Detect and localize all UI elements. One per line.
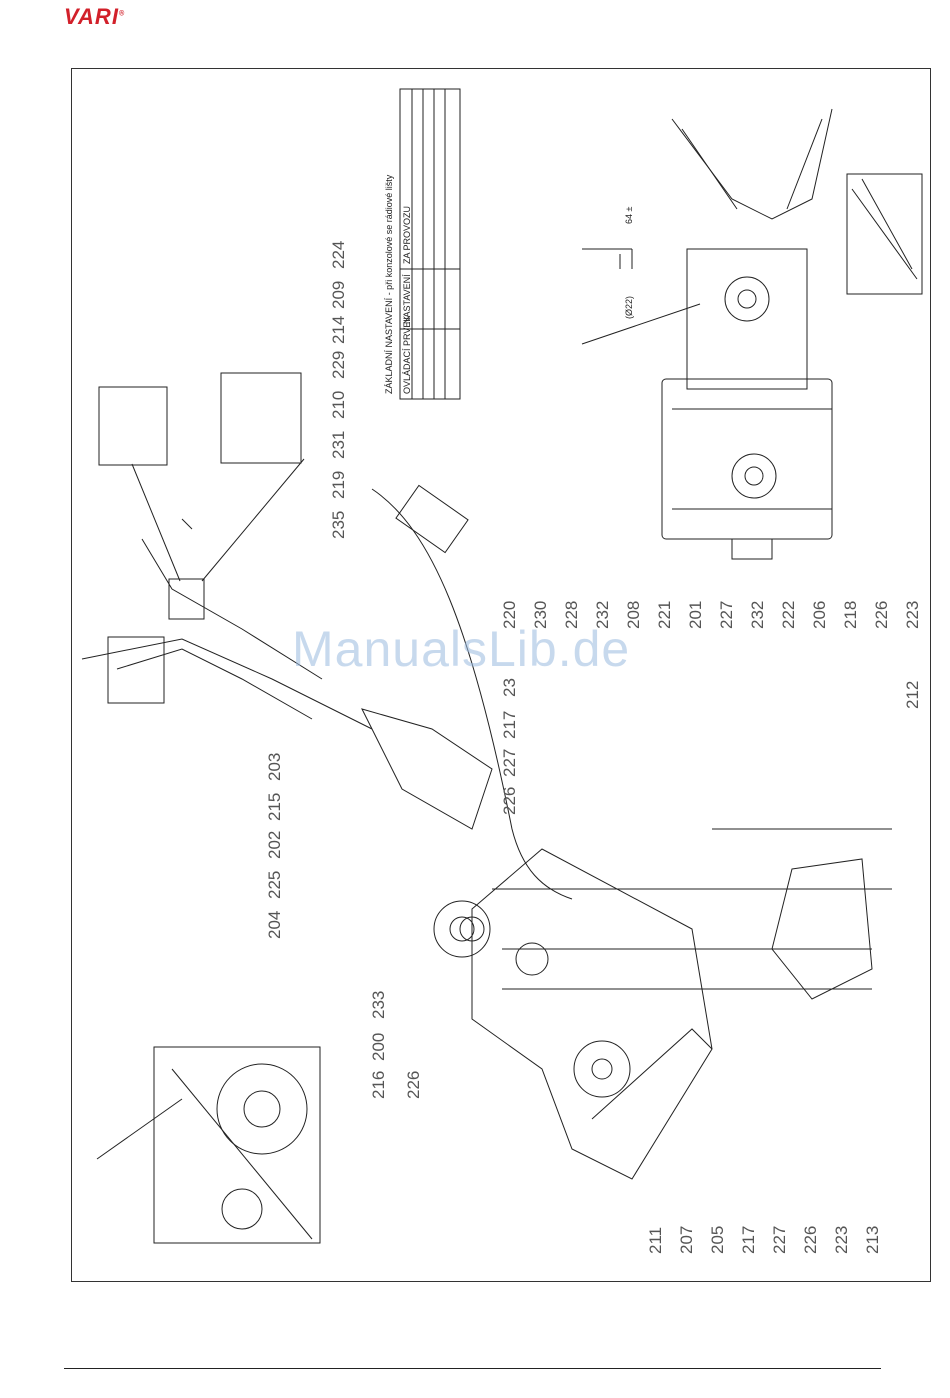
pn-235: 235 [329,511,348,539]
svg-text:211: 211 [646,1227,665,1254]
svg-text:23: 23 [500,678,519,697]
inset-callout-1 [169,579,204,619]
watermark: ManualsLib.de [292,620,630,678]
pn-231: 231 [329,431,348,459]
svg-text:227: 227 [770,1226,789,1254]
table-header-1: OVLÁDACÍ PRVEK [402,316,412,394]
part-labels-left: 203 215 202 225 204 [265,753,284,939]
svg-text:232: 232 [748,601,767,629]
svg-text:222: 222 [779,601,798,629]
pn-219: 219 [329,471,348,499]
svg-text:223: 223 [832,1226,851,1254]
svg-text:223: 223 [903,601,922,629]
svg-text:227: 227 [500,749,519,777]
svg-text:226: 226 [872,601,891,629]
svg-text:233: 233 [369,991,388,1019]
svg-text:226: 226 [404,1071,423,1099]
svg-text:203: 203 [265,753,284,781]
inset-callout-2 [108,637,164,703]
pn-209: 209 [329,281,348,309]
svg-text:207: 207 [677,1226,696,1254]
svg-text:215: 215 [265,793,284,821]
chassis [434,849,712,1179]
svg-text:225: 225 [265,871,284,899]
svg-text:226: 226 [801,1226,820,1254]
inset-detail-2 [221,373,301,463]
svg-text:201: 201 [686,601,705,629]
table-header-3: ZA PROVOZU [402,206,412,264]
footer-rule [64,1368,881,1369]
inset-belt-detail [154,1047,320,1243]
svg-text:202: 202 [265,831,284,859]
table-header-2: NASTAVENÍ [402,274,412,324]
svg-text:200: 200 [369,1033,388,1061]
svg-text:217: 217 [739,1226,758,1254]
brand-name: VARI [64,4,119,29]
top-view-assembly [662,109,922,559]
svg-text:227: 227 [717,601,736,629]
pn-210: 210 [329,391,348,419]
dimension-64: 64 ± [624,206,634,224]
svg-text:221: 221 [655,601,674,629]
svg-text:204: 204 [265,911,284,939]
pn-214: 214 [329,316,348,344]
svg-text:205: 205 [708,1226,727,1254]
svg-text:226: 226 [500,787,519,815]
part-labels-top: 235 219 231 210 229 214 209 224 [329,241,348,539]
svg-text:212: 212 [903,681,922,709]
svg-text:216: 216 [369,1071,388,1099]
bracket [362,709,492,829]
svg-text:217: 217 [500,711,519,739]
part-labels-bottom-right: 211 207 205 217 227 226 223 213 [646,1226,882,1254]
table-title: ZÁKLADNÍ NASTAVENÍ - při konzolové se rá… [384,174,394,394]
part-labels-bottom-left: 216 200 233 226 [369,991,423,1099]
svg-text:206: 206 [810,601,829,629]
dimension-22: (Ø22) [624,296,634,319]
pulley [434,901,490,957]
svg-text:213: 213 [863,1226,882,1254]
vari-logo: VARI® [64,4,125,30]
registered-mark: ® [119,11,125,18]
inset-detail-1 [99,387,167,465]
pn-229: 229 [329,351,348,379]
svg-text:218: 218 [841,601,860,629]
pn-224: 224 [329,241,348,269]
part-labels-lower-mid: 23 217 227 226 212 [500,678,922,815]
axle-assembly [772,859,872,999]
